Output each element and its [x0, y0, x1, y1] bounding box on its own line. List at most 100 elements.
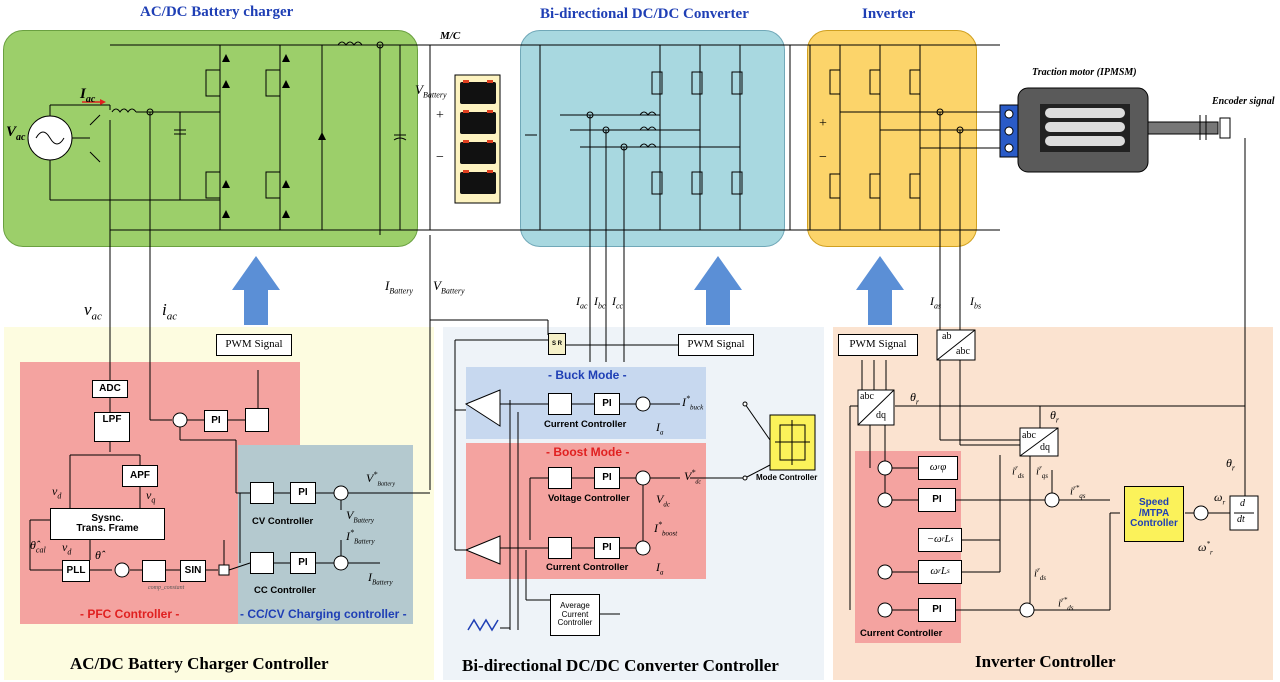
pll-block: PLL: [62, 560, 90, 582]
pfc-pi-block: PI: [204, 410, 228, 432]
label-ids: irds: [1012, 464, 1025, 480]
dcdc-pwm-signal: PWM Signal: [678, 334, 754, 356]
abc-label: abc: [956, 346, 970, 357]
label-vbat: VBattery: [346, 508, 374, 525]
label-small-iac: iac: [162, 300, 178, 323]
title-motor: Traction motor (IPMSM): [1032, 67, 1137, 78]
deriv-dt: dt: [1237, 514, 1245, 525]
label-minus-2: −: [819, 150, 827, 165]
dq-label-3: dq: [1040, 442, 1050, 453]
apf-block: APF: [122, 465, 158, 487]
adc-block: ADC: [92, 380, 128, 398]
label-wr: ωr: [1214, 490, 1226, 507]
speed-mtpa-controller: Speed /MTPA Controller: [1124, 486, 1184, 542]
title-encoder: Encoder signal: [1212, 96, 1275, 107]
abc-label-2: abc: [860, 391, 874, 402]
label-theta-r-3: θr: [1226, 456, 1236, 473]
cccv-controller-block: [238, 445, 413, 624]
label-theta-cal: θ̂cal: [30, 538, 46, 555]
boost-current-controller-label: Current Controller: [546, 562, 629, 573]
boost-v-limiter-block: [548, 467, 572, 489]
label-plus-2: +: [819, 116, 827, 131]
buck-mode-block: [466, 367, 706, 439]
deriv-d: d: [1240, 498, 1245, 509]
buck-pi-block: PI: [594, 393, 620, 415]
cc-pi-block: PI: [290, 552, 316, 574]
boost-mode-block: [466, 443, 706, 579]
label-vdc: Vdc: [656, 492, 670, 509]
buck-limiter-block: [548, 393, 572, 415]
label-vbattery-2: VBattery: [433, 278, 465, 296]
boost-i-pi-block: PI: [594, 537, 620, 559]
ab-label: ab: [942, 331, 952, 342]
boost-i-limiter-block: [548, 537, 572, 559]
sr-latch: S R: [548, 333, 566, 355]
label-plus: +: [436, 108, 444, 123]
dcdc-power-stage: [520, 30, 785, 247]
label-vbattery: VBattery: [415, 82, 447, 100]
label-theta-hat: θ̂: [95, 548, 101, 562]
buck-current-controller-label: Current Controller: [544, 419, 627, 430]
sin-block: SIN: [180, 560, 206, 582]
label-iac2: Iac: [576, 294, 588, 311]
label-ibattery: IBattery: [385, 278, 413, 296]
cc-controller-label: CC Controller: [254, 585, 316, 596]
voltage-controller-label: Voltage Controller: [548, 493, 630, 504]
label-ibs: Ibs: [970, 294, 982, 311]
label-vqs: vq: [146, 488, 156, 505]
pfc-limiter-block: [142, 560, 166, 582]
label-vdc-ref: V*dc: [684, 468, 702, 486]
label-ia-1: Ia: [656, 420, 664, 437]
label-ia-2: Ia: [656, 560, 664, 577]
arrow-up-charger: [232, 256, 280, 325]
mode-controller-label: Mode Controller: [756, 473, 818, 482]
inv-pwm-signal: PWM Signal: [838, 334, 918, 356]
label-minus: −: [436, 150, 444, 165]
pfc-pwm-signal: PWM Signal: [216, 334, 292, 356]
charger-controller-title: AC/DC Battery Charger Controller: [70, 654, 329, 673]
inverter-controller-title: Inverter Controller: [975, 652, 1116, 671]
abc-label-3: abc: [1022, 430, 1036, 441]
charger-power-stage: [3, 30, 418, 247]
pfc-limiter-2-block: [245, 408, 269, 432]
cv-limiter-block: [250, 482, 274, 504]
label-vds: vd: [52, 484, 62, 501]
label-iqs: irqs: [1036, 464, 1049, 480]
boost-v-pi-block: PI: [594, 467, 620, 489]
dq-label-2: dq: [876, 410, 886, 421]
cc-limiter-block: [250, 552, 274, 574]
boost-title: - Boost Mode -: [546, 445, 630, 459]
label-small-vac: vac: [84, 300, 102, 323]
label-mc: M/C: [440, 30, 461, 42]
cccv-title: - CC/CV Charging controller -: [240, 607, 407, 621]
title-dcdc: Bi-directional DC/DC Converter: [540, 6, 749, 22]
title-charger: AC/DC Battery charger: [140, 4, 294, 20]
label-ids-2: irds: [1034, 566, 1047, 582]
label-vac: Vac: [6, 124, 26, 143]
inverter-power-stage: [807, 30, 977, 247]
label-icc: Icc: [612, 294, 624, 311]
label-ibc: Ibc: [594, 294, 606, 311]
cv-controller-label: CV Controller: [252, 516, 314, 527]
label-ibuck: I*buck: [682, 394, 704, 412]
title-inverter: Inverter: [862, 6, 916, 22]
inv-current-controller-label: Current Controller: [860, 628, 943, 639]
label-comp: comp_constant: [148, 585, 185, 591]
inv-pi-q-block: PI: [918, 598, 956, 622]
average-current-controller: Average Current Controller: [550, 594, 600, 636]
arrow-up-inverter: [856, 256, 904, 325]
label-ids-ref: ir*ds: [1058, 596, 1074, 612]
feedback-arrows: [232, 256, 904, 325]
label-ias: Ias: [930, 294, 942, 311]
label-iboost: I*boost: [654, 520, 678, 538]
label-ibat: IBattery: [368, 570, 393, 587]
inv-pi-d-block: PI: [918, 488, 956, 512]
label-vbat-ref: V*Battery: [366, 470, 396, 488]
label-iqs-ref: ir*qs: [1070, 484, 1086, 500]
cv-pi-block: PI: [290, 482, 316, 504]
lpf-block: LPF: [94, 412, 130, 442]
label-theta-r-2: θr: [1050, 408, 1060, 425]
label-wr-ref: ω*r: [1198, 540, 1213, 557]
